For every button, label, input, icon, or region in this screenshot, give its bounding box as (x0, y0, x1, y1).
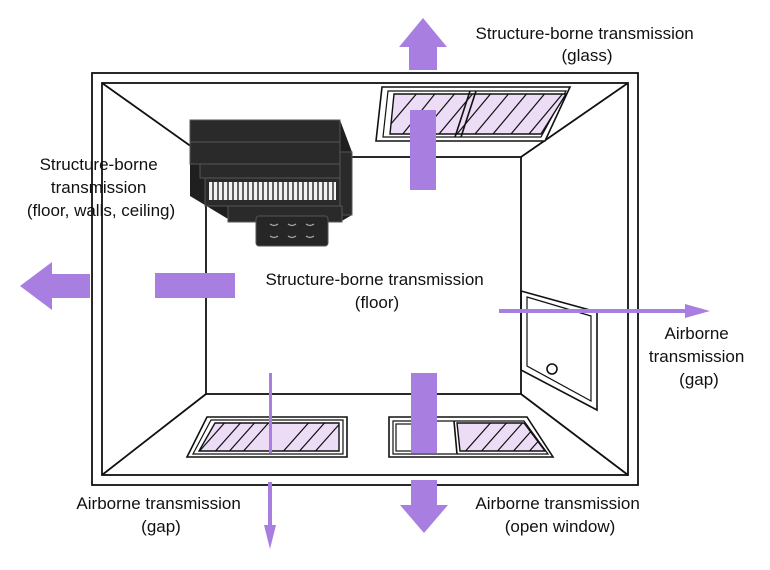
room-corner-line (101, 82, 207, 158)
room-outer-wall (91, 72, 639, 486)
door-icon (520, 289, 598, 412)
room-corner-line (101, 393, 207, 476)
label-bottom-right: Airborne transmission (open window) (475, 494, 644, 536)
hvac-unit-icon (189, 119, 353, 247)
label-bottom-left: Airborne transmission (gap) (76, 494, 245, 536)
bar-floor-bottom (411, 373, 437, 453)
arrow-left-walls (20, 262, 90, 310)
label-left: Structure-borne transmission (floor, wal… (27, 155, 175, 220)
label-right: Airborne transmission (gap) (649, 324, 749, 389)
bar-ceiling-glass (410, 110, 436, 190)
transmission-arrows (20, 18, 710, 549)
room-inner-wall (101, 82, 629, 476)
arrow-down-open-window (400, 480, 448, 533)
room-corner-line (520, 393, 629, 476)
arrow-up-glass (399, 18, 447, 70)
ceiling-window-icon (375, 86, 572, 142)
label-center: Structure-borne transmission (floor) (266, 270, 489, 312)
floor-window-left-icon (185, 416, 348, 458)
bar-floor-left (155, 273, 235, 298)
bar-gap-bottom-left (269, 373, 272, 453)
arrow-down-gap (264, 482, 276, 549)
room-corner-line (520, 82, 629, 158)
arrow-right-gap (499, 304, 710, 318)
label-top-right: Structure-borne transmission (glass) (476, 24, 699, 65)
room (91, 72, 639, 486)
